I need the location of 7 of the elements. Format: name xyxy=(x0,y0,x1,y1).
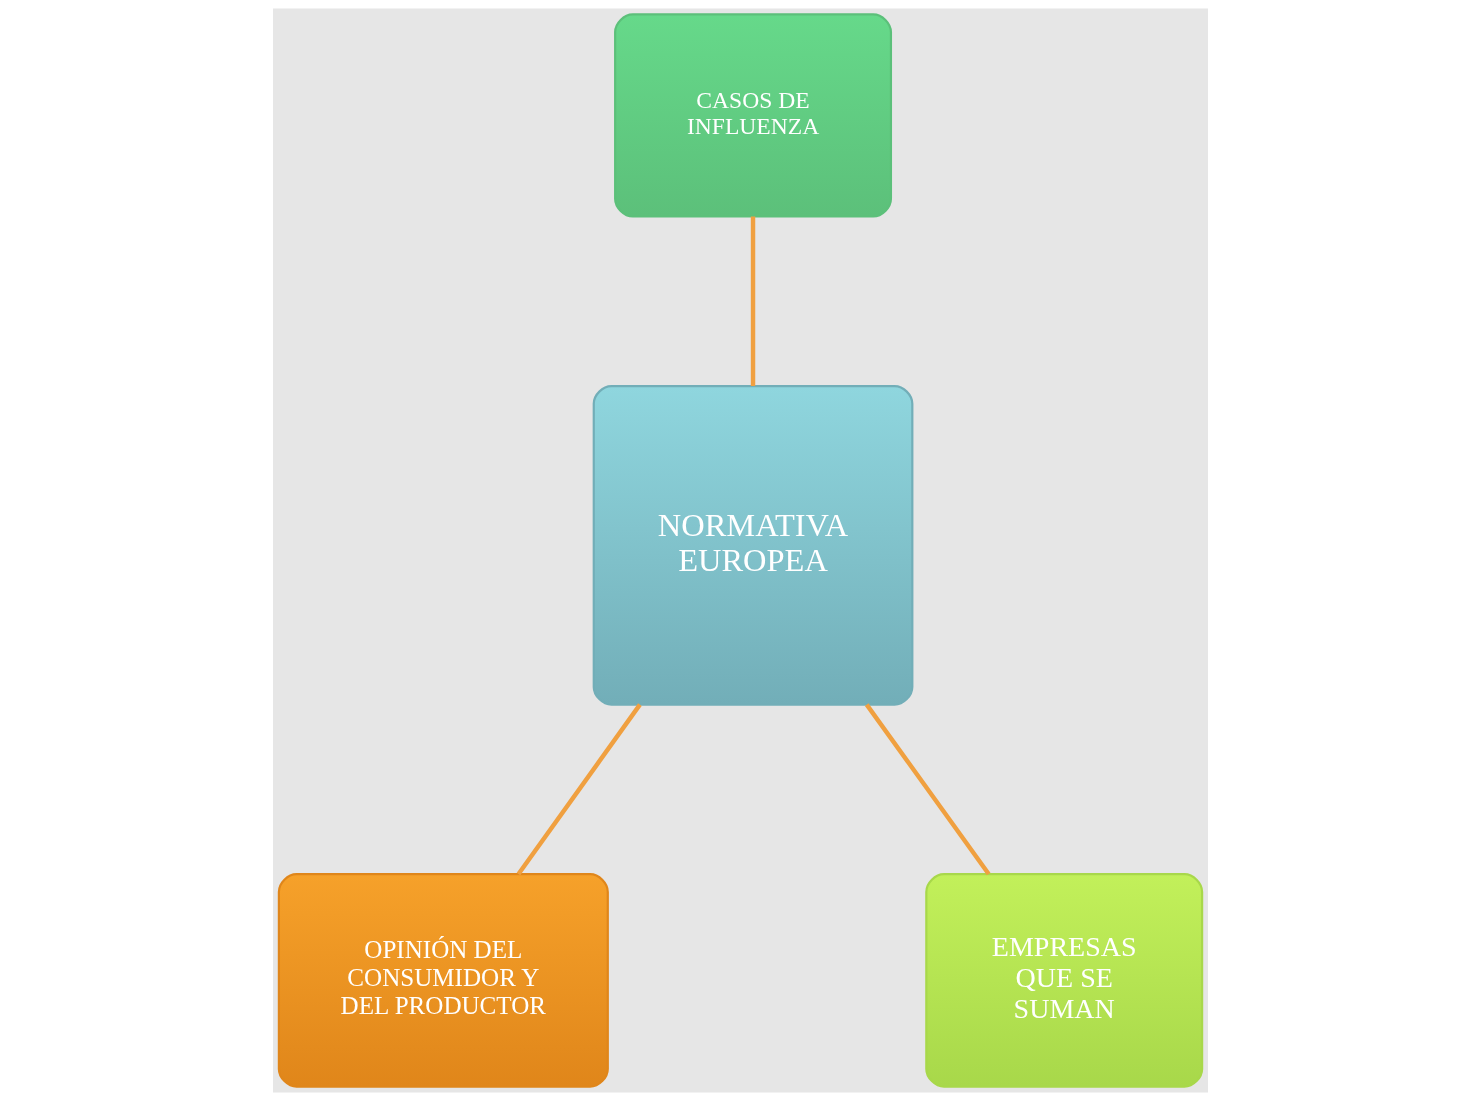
connector xyxy=(864,703,991,876)
node-box: EMPRESAS QUE SE SUMAN xyxy=(925,873,1204,1088)
node-box: NORMATIVA EUROPEA xyxy=(592,384,914,706)
node-box: OPINIÓN DEL CONSUMIDOR Y DEL PRODUCTOR xyxy=(277,873,609,1088)
connector xyxy=(750,216,756,386)
connector xyxy=(516,703,642,876)
node-box: CASOS DE INFLUENZA xyxy=(614,13,893,218)
